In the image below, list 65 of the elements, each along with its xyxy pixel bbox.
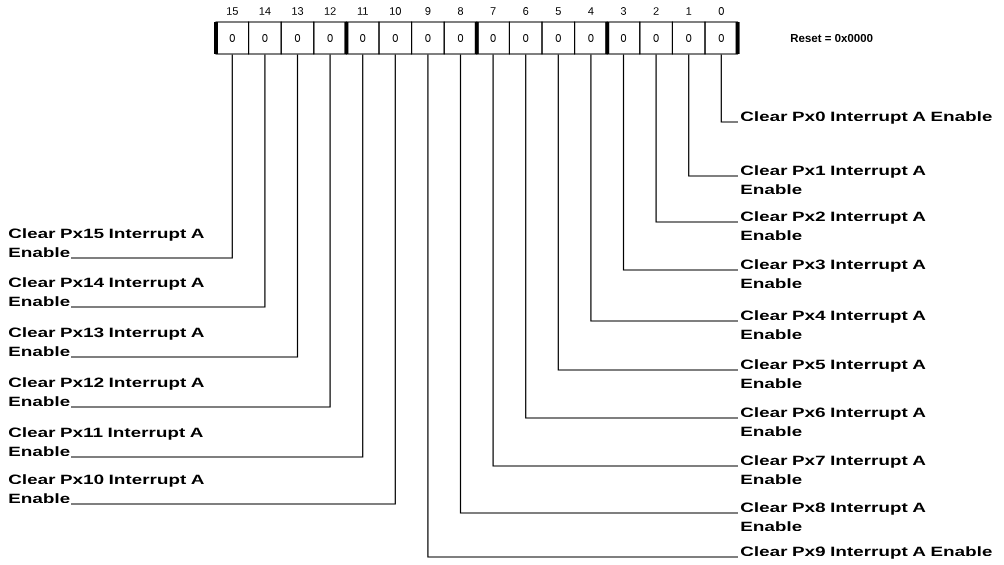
bit-description: Clear Px3 Interrupt A Enable: [741, 259, 926, 289]
bit-cell: 0: [280, 21, 315, 55]
bit-number: 10: [390, 7, 401, 15]
leader-line: [459, 53, 739, 514]
bit-cell: 0: [574, 21, 608, 55]
bit-description: Clear Px0 Interrupt A Enable: [741, 111, 992, 124]
bit-description: Clear Px13 Interrupt A Enable: [8, 327, 204, 357]
bit-cell: 0: [345, 21, 380, 55]
bit-number: 13: [292, 7, 304, 15]
bit-cell: 0: [248, 21, 282, 55]
bit-number: 11: [357, 7, 368, 15]
leader-line: [70, 53, 299, 358]
bit-number: 14: [259, 7, 271, 15]
bit-cell: 0: [215, 21, 250, 55]
leader-line: [590, 53, 739, 322]
bit-description: Clear Px7 Interrupt A Enable: [741, 455, 926, 485]
bit-number: 12: [324, 7, 336, 15]
leader-line: [70, 53, 331, 408]
leader-line: [655, 53, 739, 223]
bit-number: 5: [555, 7, 561, 15]
bit-description: Clear Px12 Interrupt A Enable: [8, 377, 204, 407]
bit-cell: 0: [476, 21, 510, 55]
bit-description: Clear Px4 Interrupt A Enable: [741, 310, 926, 340]
leader-line: [720, 53, 739, 123]
bit-number: 3: [620, 7, 627, 15]
bit-cell: 0: [704, 21, 739, 55]
leader-line: [525, 53, 739, 419]
leader-line: [427, 53, 739, 558]
bit-description: Clear Px8 Interrupt A Enable: [741, 502, 926, 532]
bit-description: Clear Px6 Interrupt A Enable: [741, 407, 926, 437]
bit-description: Clear Px14 Interrupt A Enable: [8, 277, 204, 307]
bit-number: 15: [227, 7, 238, 15]
leader-line: [688, 53, 739, 177]
bit-description: Clear Px9 Interrupt A Enable: [741, 546, 992, 559]
leader-line: [70, 53, 233, 259]
bit-number: 8: [457, 7, 464, 15]
bit-number: 4: [588, 7, 594, 15]
bit-number: 7: [490, 7, 496, 15]
leader-line: [70, 53, 364, 458]
bit-description: Clear Px10 Interrupt A Enable: [8, 474, 204, 504]
leader-line: [622, 53, 739, 271]
bit-cell: 0: [639, 21, 673, 55]
bit-cell: 0: [541, 21, 576, 55]
bit-description: Clear Px15 Interrupt A Enable: [8, 228, 204, 258]
bit-description: Clear Px1 Interrupt A Enable: [741, 165, 926, 195]
leader-line: [557, 53, 739, 371]
bit-description: Clear Px2 Interrupt A Enable: [741, 211, 926, 241]
reset-value: Reset = 0x0000: [791, 33, 873, 43]
bit-description: Clear Px5 Interrupt A Enable: [741, 359, 926, 389]
leader-line: [492, 53, 739, 467]
bit-cell: 0: [508, 21, 543, 55]
bit-cell: 0: [378, 21, 413, 55]
bit-cell: 0: [606, 21, 641, 55]
bit-description: Clear Px11 Interrupt A Enable: [8, 427, 203, 457]
leader-line: [70, 53, 396, 505]
bit-number: 2: [653, 7, 659, 15]
bit-number: 6: [523, 7, 529, 15]
bit-number: 1: [686, 7, 692, 15]
bit-number: 0: [718, 7, 724, 15]
bit-cell: 0: [671, 21, 706, 55]
bit-cell: 0: [411, 21, 445, 55]
bit-cell: 0: [443, 21, 478, 55]
bit-number: 9: [425, 7, 431, 15]
leader-line: [70, 53, 266, 308]
bit-cell: 0: [313, 21, 347, 55]
